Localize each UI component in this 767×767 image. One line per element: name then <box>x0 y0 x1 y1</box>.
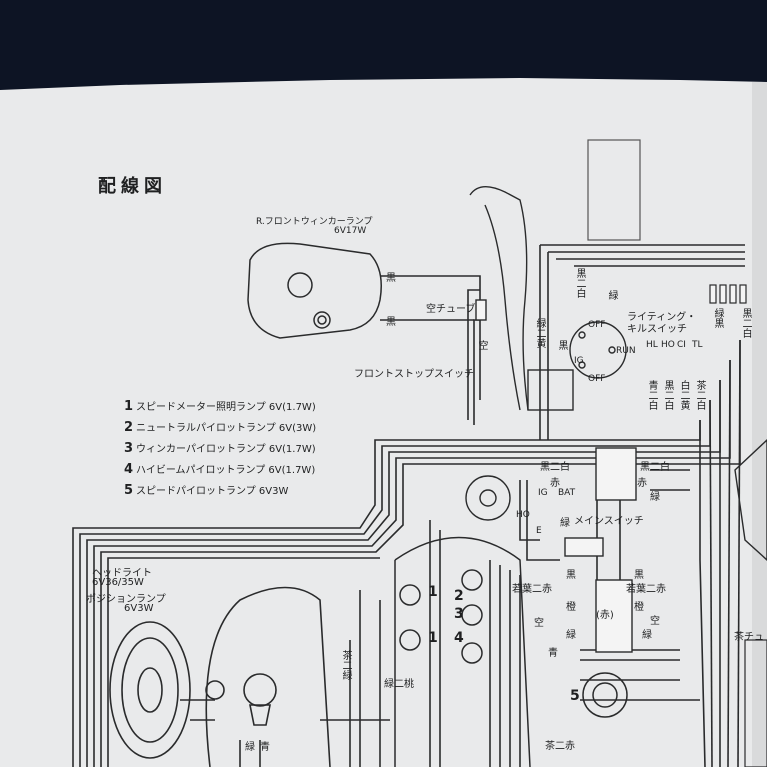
wire-label-wakaba-aka-r: 若葉二赤 <box>626 584 666 595</box>
lighting-switch-run: RUN <box>616 346 636 356</box>
wire-label-ao-l: 青 <box>548 648 558 659</box>
wire-label-midori: 緑 <box>560 518 570 529</box>
main-switch-ho: HO <box>516 510 530 520</box>
main-switch-bat: BAT <box>558 488 576 498</box>
tl-label-ci: CI <box>677 340 686 350</box>
tl-label-ho: HO <box>661 340 675 350</box>
wire-label-dai-l: 橙 <box>566 602 576 613</box>
wire-label-midori-r2: 緑 <box>642 630 652 641</box>
wire-label-cha-chu: 茶チュ <box>734 632 764 643</box>
vlabel-kuro: 黒 <box>556 340 567 350</box>
lighting-switch-drawing <box>527 321 627 411</box>
lamp-number-3: 3 <box>454 606 464 622</box>
wire-label-wakaba-aka-l: 若葉二赤 <box>512 584 552 595</box>
wire-label-dai-r: 橙 <box>634 602 644 613</box>
paper-page <box>0 78 767 767</box>
wire-label-kuro-ni-shiro: 黒二白 <box>540 462 570 473</box>
meter-housing-drawing <box>394 536 628 767</box>
headlight-line-2: 6V36/35W <box>92 577 144 588</box>
vlabel-kuro-ni-shiro-2: 黒二白 <box>662 380 673 410</box>
main-switch-e: E <box>536 526 542 536</box>
headlight-line-3: ポジションランプ <box>86 594 166 605</box>
front-winker-spec: 6V17W <box>334 226 367 236</box>
wire-label-kuro-r: 黒 <box>634 570 644 581</box>
air-tube-label: 空チューブ <box>426 304 476 315</box>
wiring-lines <box>72 244 745 767</box>
vlabel-sora: 空 <box>476 340 487 350</box>
wire-label-midori-l: 緑 <box>566 630 576 641</box>
wire-label-midori-r: 緑 <box>650 492 660 503</box>
lighting-switch-off-bottom: OFF <box>588 374 606 384</box>
main-switch-ig: IG <box>538 488 548 498</box>
wire-label-kuro-ni-shiro-r: 黒二白 <box>640 462 670 473</box>
wire-label-aka-circle: (赤) <box>596 610 614 621</box>
lighting-switch-name-2: キルスイッチ <box>627 324 687 335</box>
lamp-number-2: 2 <box>454 588 464 604</box>
tl-label-hl: HL <box>646 340 658 350</box>
wire-label-kuro-2: 黒 <box>386 317 396 328</box>
vlabel-cha-ni-shiro: 茶二白 <box>694 380 705 410</box>
wire-label-cha-aka: 茶二赤 <box>545 741 575 752</box>
headlight-line-1: ヘッドライト <box>92 568 152 579</box>
wire-label-ao-bottom: 青 <box>260 742 270 753</box>
vlabel-kuro-ni-shiro-3: 黒二白 <box>740 308 751 338</box>
wire-label-sora-l: 空 <box>534 618 544 629</box>
vlabel-midori-kuro: 緑黒 <box>712 308 723 328</box>
headlight-drawing <box>109 586 331 767</box>
vlabel-ao-ni-shiro: 青二白 <box>646 380 657 410</box>
tl-label-tl: TL <box>692 340 703 350</box>
lighting-switch-off-top: OFF <box>588 320 606 330</box>
front-stop-switch-label: フロントストップスイッチ <box>354 369 474 380</box>
vlabel-kuro-ni-shiro: 黒二白 <box>574 268 585 298</box>
winker-lamp-drawing <box>247 242 382 339</box>
wire-label-aka: 赤 <box>550 478 560 489</box>
brake-lever-drawing <box>469 186 529 411</box>
vlabel-shiro-ni-ki: 白二黄 <box>678 380 689 410</box>
connector-blocks <box>475 299 637 653</box>
lamp-number-1a: 1 <box>428 584 438 600</box>
vlabel-cha-ni-midori: 茶二緑 <box>340 650 351 680</box>
vlabel-midori-mark: 緑 <box>606 290 617 300</box>
main-switch-drawing <box>465 475 511 521</box>
lamp-number-1b: 1 <box>428 630 438 646</box>
lighting-switch-ig: IG <box>574 356 584 366</box>
wire-label-kuro-l: 黒 <box>566 570 576 581</box>
wire-label-aka-r: 赤 <box>637 478 647 489</box>
wire-label-sora-r: 空 <box>650 616 660 627</box>
lamp-number-4: 4 <box>454 630 464 646</box>
wire-label-midori-momo: 緑二桃 <box>384 679 414 690</box>
lighting-switch-name-1: ライティング・ <box>627 312 697 323</box>
page-title: 配線図 <box>98 176 167 197</box>
front-winker-name: R.フロントウィンカーランプ <box>256 217 373 227</box>
lamp-number-5: 5 <box>570 688 580 704</box>
wire-label-kuro-1: 黒 <box>386 273 396 284</box>
vlabel-midori-ni-ki: 緑二黄 <box>534 318 545 348</box>
wire-label-midori-ao: 緑 <box>245 742 255 753</box>
main-switch-name: メインスイッチ <box>574 516 644 527</box>
headlight-line-4: 6V3W <box>124 603 154 614</box>
